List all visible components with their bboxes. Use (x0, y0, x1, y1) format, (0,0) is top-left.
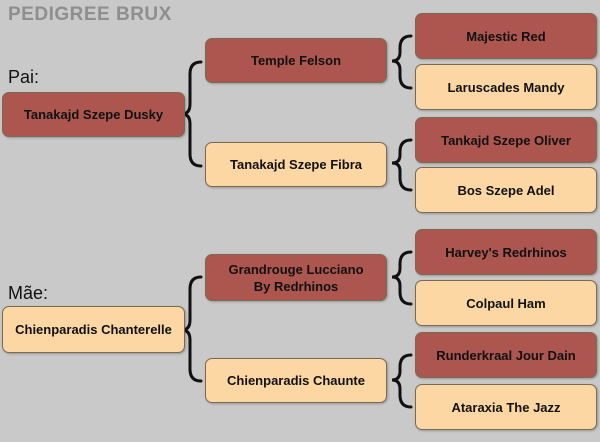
ggp-3-box: Tankajd Szepe Oliver (415, 117, 597, 163)
ggp-2-box: Laruscades Mandy (415, 64, 597, 110)
father-dam-box: Tanakajd Szepe Fibra (205, 142, 387, 187)
ggp-5-name: Harvey's Redrhinos (445, 244, 567, 260)
ggp-5-box: Harvey's Redrhinos (415, 229, 597, 275)
brace-sire-of-father (391, 34, 413, 90)
ggp-2-name: Laruscades Mandy (447, 79, 565, 95)
ggp-3-name: Tankajd Szepe Oliver (441, 132, 571, 148)
page-title: PEDIGREE BRUX (8, 4, 172, 25)
father-name: Tanakajd Szepe Dusky (23, 107, 164, 122)
brace-dam-of-father (391, 138, 413, 192)
mother-label: Mãe: (8, 283, 49, 303)
ggp-6-box: Colpaul Ham (415, 280, 597, 326)
ggp-8-name: Ataraxia The Jazz (451, 399, 561, 415)
ggp-7-name: Runderkraal Jour Dain (436, 347, 576, 363)
mother-sire-name: Grandrouge Lucciano By Redrhinos (228, 261, 364, 294)
ggp-6-name: Colpaul Ham (466, 295, 546, 311)
mother-sire-box: Grandrouge Lucciano By Redrhinos (205, 254, 387, 301)
ggp-4-name: Bos Szepe Adel (457, 182, 555, 198)
ggp-7-box: Runderkraal Jour Dain (415, 332, 597, 378)
brace-dam-of-mother (391, 353, 413, 409)
mother-dam-box: Chienparadis Chaunte (205, 358, 387, 403)
father-dam-name: Tanakajd Szepe Fibra (230, 157, 362, 172)
father-box: Tanakajd Szepe Dusky (2, 92, 185, 137)
ggp-8-box: Ataraxia The Jazz (415, 384, 597, 430)
ggp-1-box: Majestic Red (415, 13, 597, 59)
ggp-1-name: Majestic Red (466, 28, 546, 44)
mother-name: Chienparadis Chanterelle (15, 322, 172, 337)
mother-dam-name: Chienparadis Chaunte (227, 373, 365, 388)
ggp-4-box: Bos Szepe Adel (415, 167, 597, 213)
father-sire-box: Temple Felson (205, 38, 387, 83)
father-label: Pai: (8, 67, 40, 87)
father-sire-name: Temple Felson (250, 53, 342, 68)
brace-sire-of-mother (391, 250, 413, 306)
mother-box: Chienparadis Chanterelle (2, 306, 185, 353)
